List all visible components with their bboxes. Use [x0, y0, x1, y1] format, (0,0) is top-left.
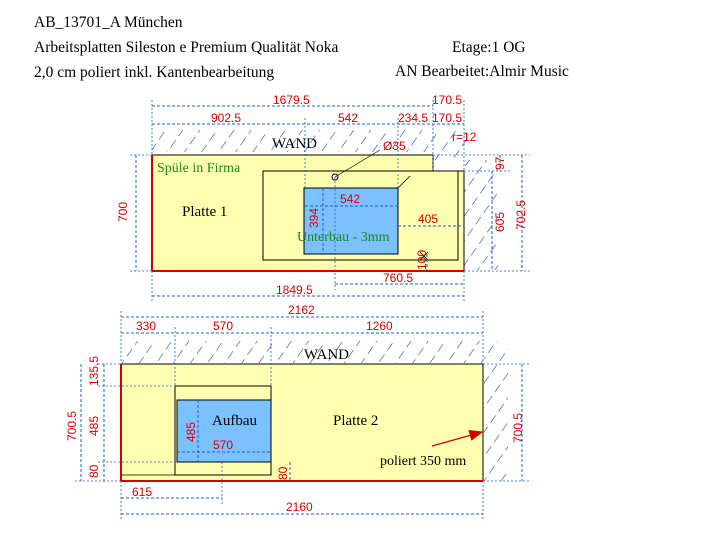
plate1-dim-radius: r=12 — [452, 130, 477, 144]
plate1-dim-depth-notch: 97 — [493, 156, 507, 170]
plate1-dim-offset-bottom: 100 — [415, 250, 429, 270]
plate1-dim-total-bottom: 1849.5 — [276, 283, 313, 297]
plate2-wall-label: WAND — [304, 347, 349, 363]
plate1-sink-cutout — [303, 187, 399, 255]
plate1-sink-note: Spüle in Firma — [157, 161, 241, 176]
plate2-polish-note: poliert 350 mm — [380, 454, 466, 469]
plate1-dim-seg1: 902.5 — [211, 111, 241, 125]
plate1-mount-note: Unterbau - 3mm — [297, 230, 390, 245]
plate2-dim-right-total: 700.5 — [511, 413, 525, 443]
plate1-dim-seg4: 170.5 — [432, 111, 462, 125]
plate2-dim-seg3: 1260 — [366, 319, 393, 333]
plate1-base-outline — [262, 170, 459, 261]
plate1-dim-hole: Ø35 — [383, 139, 406, 153]
plate2-dim-offset-left: 615 — [132, 485, 152, 499]
plate1-group: WAND Spüle in Firma Platte 1 Unterbau - … — [116, 93, 530, 302]
floor-label: Etage:1 OG — [452, 39, 526, 56]
plate1-dim-total-top: 1679.5 — [273, 93, 310, 107]
plate2-dim-cut-width: 570 — [213, 438, 233, 452]
plate2-cutout-label: Aufbau — [212, 413, 257, 429]
plate1-dim-depth-left: 700 — [116, 202, 130, 222]
plate2-dim-total-top: 2162 — [288, 303, 315, 317]
plate2-dim-total-bottom: 2160 — [286, 500, 313, 514]
plate2-dim-seg1: 330 — [136, 319, 156, 333]
plate1-dim-inner-width: 542 — [340, 192, 360, 206]
plate1-dim-seg4-top: 170.5 — [432, 93, 462, 107]
plate1-dim-depth-total: 702.5 — [514, 200, 528, 230]
plate1-dim-inner-height: 394 — [307, 208, 321, 228]
plate1-dim-seg3: 234.5 — [398, 111, 428, 125]
plate2-group: WAND Aufbau Platte 2 poliert 350 mm 2162… — [65, 303, 530, 520]
plate2-dim-left-bottom: 80 — [87, 464, 101, 478]
plate1-hole-leader — [334, 149, 381, 178]
plate1-wall-hatch — [152, 130, 432, 152]
plate2-dim-left-top: 135.5 — [87, 356, 101, 386]
finish-description: 2,0 cm poliert inkl. Kantenbearbeitung — [34, 64, 275, 81]
material-description: Arbeitsplatten Sileston e Premium Qualit… — [34, 39, 339, 56]
plate1-wall-label: WAND — [272, 136, 317, 152]
plate2-polish-arrow — [431, 430, 484, 447]
plate2-dim-cut-height: 485 — [184, 422, 198, 442]
plate1-dim-depth-right: 605 — [493, 212, 507, 232]
plate1-dim-offset-right: 405 — [418, 212, 438, 226]
plate1-corner-mark — [397, 175, 411, 189]
plate2-wall-hatch — [121, 341, 483, 363]
plate2-label: Platte 2 — [333, 413, 378, 429]
plate2-dim-left-total: 700.5 — [65, 411, 79, 441]
plate1-label: Platte 1 — [182, 204, 227, 220]
plate2-dim-cut-bottom: 80 — [276, 466, 290, 480]
plate2-dim-left-mid: 485 — [87, 416, 101, 436]
plate1-dim-seg2: 542 — [338, 111, 358, 125]
plate1-cross-mark — [419, 251, 429, 261]
plate2-dim-seg2: 570 — [213, 319, 233, 333]
editor-label: AN Bearbeitet:Almir Music — [395, 63, 569, 80]
plate1-dim-sink-to-edge: 760.5 — [383, 271, 413, 285]
order-title: AB_13701_A München — [34, 14, 183, 31]
plate2-side-hatch — [484, 341, 508, 481]
